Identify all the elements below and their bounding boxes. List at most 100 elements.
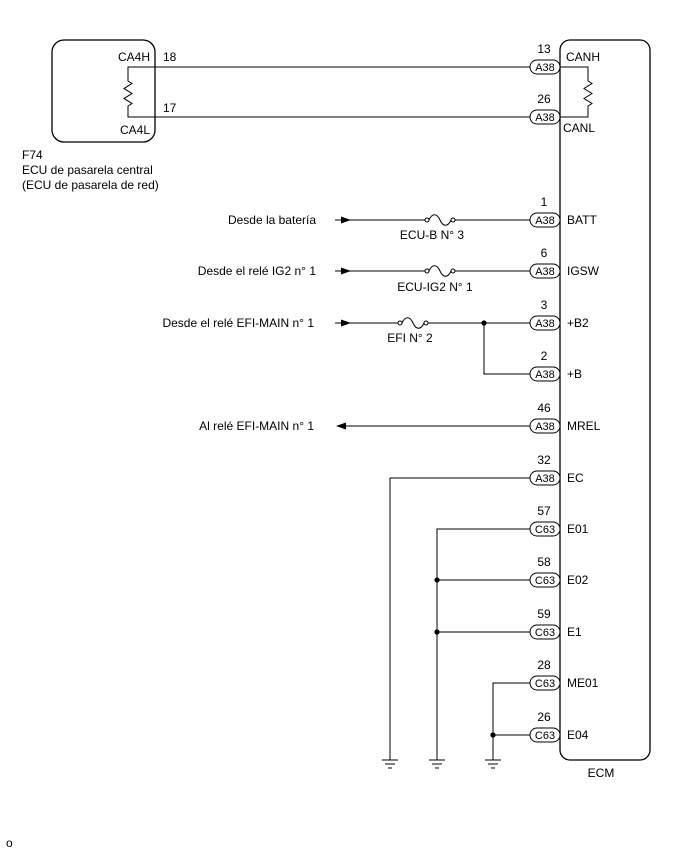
- battery-circuit: Desde la batería ECU-B N° 3: [228, 213, 530, 242]
- gateway-ecu: CA4H CA4L: [51, 39, 156, 143]
- efi-main-circuit: Desde el relé EFI-MAIN n° 1 EFI N° 2: [162, 316, 530, 375]
- terminal-label: EC: [567, 471, 584, 485]
- ig2-source-label: Desde el relé IG2 n° 1: [198, 264, 317, 278]
- connector-label: C63: [535, 524, 555, 536]
- can-low-wire-number: 17: [163, 101, 177, 115]
- ecm-pin-row: 58 C63 E02: [529, 555, 589, 588]
- arrow-right-icon: [341, 267, 351, 275]
- connector-label: A38: [535, 215, 555, 227]
- pin-number: 32: [537, 453, 551, 467]
- pin-number: 1: [541, 195, 548, 209]
- pin-number: 6: [541, 246, 548, 260]
- mrel-target-label: Al relé EFI-MAIN n° 1: [199, 419, 314, 433]
- ecm-pin-row: 2 A38 +B: [529, 349, 582, 382]
- ecm-pin-row: 32 A38 EC: [529, 453, 584, 486]
- gateway-terminal-low: CA4L: [120, 123, 150, 137]
- arrow-right-icon: [341, 216, 351, 224]
- ecm-pin-row: 1 A38 BATT: [529, 195, 597, 228]
- gateway-terminal-high: CA4H: [118, 50, 150, 64]
- gateway-ecu-name: ECU de pasarela central: [22, 163, 153, 177]
- pin-number: 57: [537, 504, 551, 518]
- ground-e01: [429, 528, 530, 769]
- connector-label: A38: [535, 62, 555, 74]
- pin-number: 26: [537, 92, 551, 106]
- efi-main-source-label: Desde el relé EFI-MAIN n° 1: [162, 316, 314, 330]
- wire: [436, 528, 530, 760]
- ecm-pin-row: 59 C63 E1: [529, 607, 582, 640]
- connector-pill: [529, 109, 561, 125]
- connector-label: A38: [535, 112, 555, 124]
- ecm-termination-resistor: [560, 66, 593, 118]
- pin-number: 26: [537, 710, 551, 724]
- ecm-pin-row: 13 A38 CANH: [529, 42, 600, 75]
- connector-label: A38: [535, 421, 555, 433]
- connector-label: A38: [535, 369, 555, 381]
- connector-label: C63: [535, 575, 555, 587]
- pin-number: 2: [541, 349, 548, 363]
- fuse-terminal: [424, 268, 430, 274]
- fuse-symbol: [424, 214, 456, 226]
- ecm-label: ECM: [588, 766, 615, 780]
- wire: [492, 682, 530, 760]
- gateway-termination-resistor: [123, 66, 155, 118]
- ecm-pin-row: 26 A38 CANL: [529, 92, 595, 135]
- connector-label: C63: [535, 730, 555, 742]
- fuse-label: ECU-IG2 N° 1: [397, 280, 473, 294]
- ground-icon: [485, 759, 501, 769]
- gateway-ecu-code: F74: [22, 148, 43, 162]
- battery-source-label: Desde la batería: [228, 213, 316, 227]
- pin-number: 13: [537, 42, 551, 56]
- connector-label: C63: [535, 627, 555, 639]
- footnote-mark: o: [6, 836, 13, 850]
- pin-number: 3: [541, 298, 548, 312]
- ground-me01: [485, 682, 530, 769]
- ig2-circuit: Desde el relé IG2 n° 1 ECU-IG2 N° 1: [198, 264, 530, 294]
- fuse-symbol: [424, 265, 456, 277]
- connector-label: A38: [535, 473, 555, 485]
- fuse-symbol: [397, 317, 429, 329]
- fuse-terminal: [424, 217, 430, 223]
- mrel-circuit: Al relé EFI-MAIN n° 1: [199, 419, 530, 433]
- fuse-terminal: [397, 320, 403, 326]
- pin-number: 59: [537, 607, 551, 621]
- fuse-label: EFI N° 2: [387, 331, 433, 345]
- connector-label: C63: [535, 678, 555, 690]
- fuse-terminal: [450, 268, 456, 274]
- wire: [389, 477, 530, 760]
- pin-number: 28: [537, 658, 551, 672]
- terminal-label: BATT: [567, 213, 597, 227]
- wire: [483, 323, 530, 375]
- terminal-label: +B2: [567, 316, 589, 330]
- ground-icon: [382, 759, 398, 769]
- ecm-pin-row: 46 A38 MREL: [529, 401, 601, 434]
- terminal-label: CANH: [566, 50, 600, 64]
- arrow-right-icon: [341, 319, 351, 327]
- terminal-label: E04: [567, 728, 589, 742]
- fuse-terminal: [423, 320, 429, 326]
- terminal-label: E02: [567, 573, 589, 587]
- terminal-label: MREL: [567, 419, 601, 433]
- ecm-pin-row: 28 C63 ME01: [529, 658, 599, 691]
- terminal-label: ME01: [567, 676, 599, 690]
- terminal-label: IGSW: [567, 264, 600, 278]
- gateway-ecu-name-alt: (ECU de pasarela de red): [22, 178, 159, 192]
- fuse-terminal: [450, 217, 456, 223]
- terminal-label: CANL: [563, 121, 595, 135]
- ground-icon: [429, 759, 445, 769]
- ecm-pin-row: 57 C63 E01: [529, 504, 589, 537]
- connector-label: A38: [535, 266, 555, 278]
- fuse-element: [401, 317, 425, 329]
- fuse-label: ECU-B N° 3: [400, 228, 464, 242]
- terminal-label: E1: [567, 625, 582, 639]
- connector-pill: [529, 59, 561, 75]
- pin-number: 58: [537, 555, 551, 569]
- gateway-ecu-box: [51, 39, 156, 143]
- pin-number: 46: [537, 401, 551, 415]
- ground-ec: [382, 477, 530, 769]
- can-high-wire-number: 18: [163, 50, 177, 64]
- fuse-element: [428, 265, 452, 277]
- ecm-pin-row: 6 A38 IGSW: [529, 246, 600, 279]
- connector-label: A38: [535, 318, 555, 330]
- fuse-element: [428, 214, 452, 226]
- ecm-box: [559, 39, 651, 761]
